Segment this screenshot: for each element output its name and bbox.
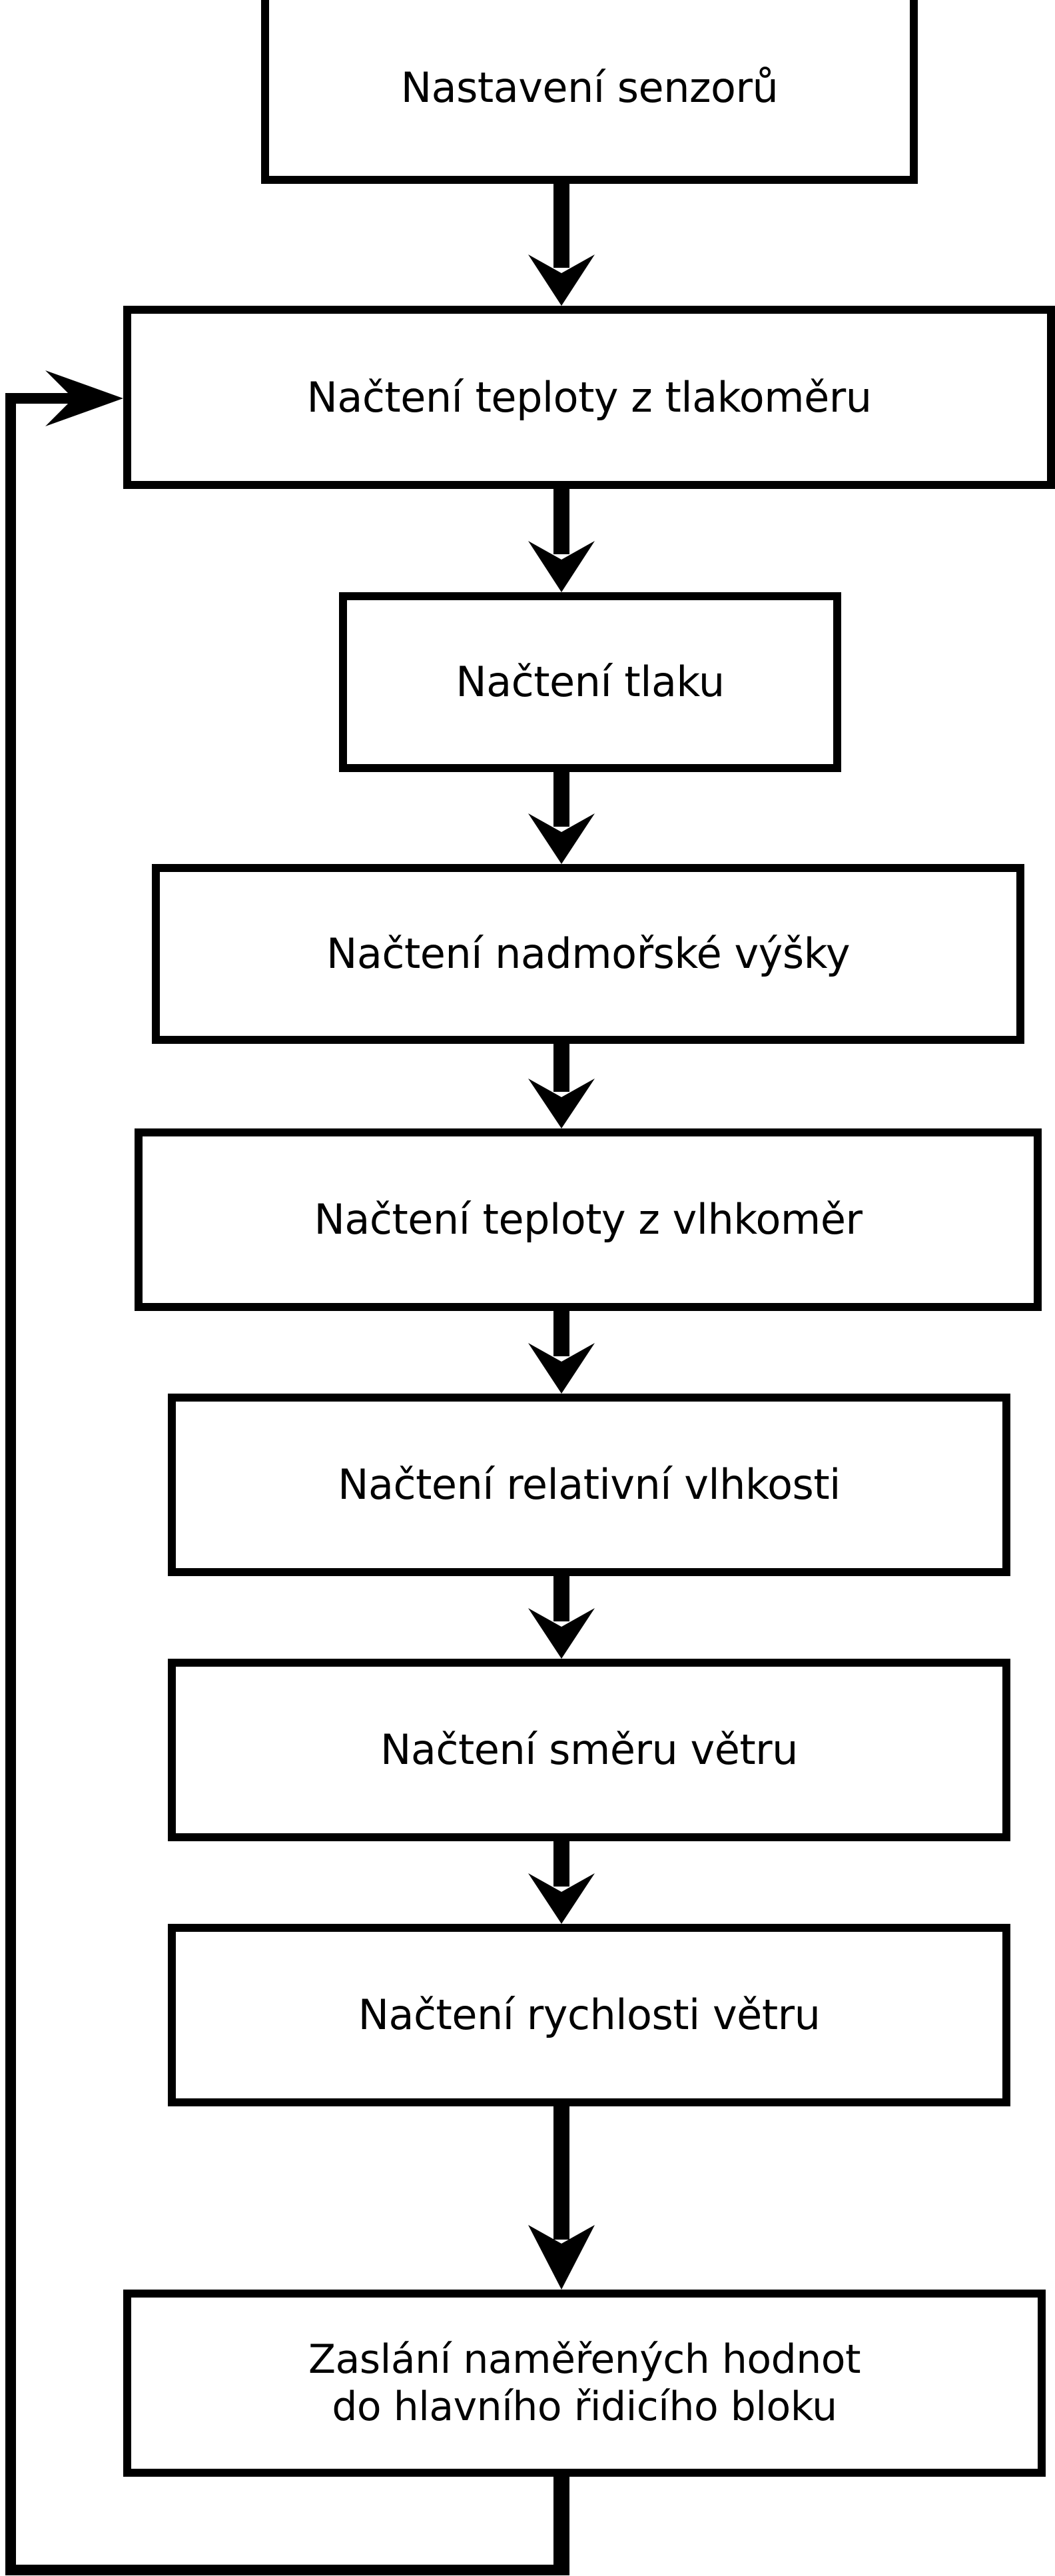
flow-node-label: Načtení relativní vlhkosti bbox=[338, 1460, 841, 1509]
flow-node-label: Načtení teploty z vlhkoměr bbox=[314, 1195, 863, 1244]
flow-node-nacteni-tlaku[interactable]: Načtení tlaku bbox=[339, 592, 841, 772]
flow-node-nacteni-teploty-z-tlakomeru[interactable]: Načtení teploty z tlakoměru bbox=[123, 306, 1055, 489]
flow-node-label: Načtení tlaku bbox=[456, 657, 725, 707]
flow-node-zaslani-namerenych-hodnot[interactable]: Zaslání naměřených hodnot do hlavního ři… bbox=[123, 2290, 1046, 2477]
flow-node-label: Načtení nadmořské výšky bbox=[326, 929, 851, 979]
edge-n6-n7 bbox=[528, 1576, 595, 1659]
flow-node-nacteni-nadmorske-vysky[interactable]: Načtení nadmořské výšky bbox=[152, 864, 1024, 1044]
flow-node-label: Načtení směru větru bbox=[380, 1725, 798, 1775]
flow-node-label: Načtení teploty z tlakoměru bbox=[306, 372, 872, 422]
flow-node-label: Načtení rychlosti větru bbox=[358, 1990, 821, 2040]
flow-node-nacteni-rychlosti-vetru[interactable]: Načtení rychlosti větru bbox=[168, 1924, 1010, 2106]
flow-node-label: Nastavení senzorů bbox=[400, 63, 779, 113]
edge-n8-n9 bbox=[528, 2106, 595, 2290]
flow-node-label: Zaslání naměřených hodnot do hlavního ři… bbox=[308, 2336, 861, 2430]
edge-n1-n2 bbox=[528, 184, 595, 306]
edge-n7-n8 bbox=[528, 1841, 595, 1924]
flow-node-nacteni-smeru-vetru[interactable]: Načtení směru větru bbox=[168, 1659, 1010, 1841]
edge-n4-n5 bbox=[528, 1044, 595, 1128]
flow-node-nacteni-relativni-vlhkosti[interactable]: Načtení relativní vlhkosti bbox=[168, 1394, 1010, 1576]
edge-n5-n6 bbox=[528, 1311, 595, 1394]
edge-n3-n4 bbox=[528, 772, 595, 864]
edge-n2-n3 bbox=[528, 489, 595, 592]
flow-node-nacteni-teploty-z-vlhkomer[interactable]: Načtení teploty z vlhkoměr bbox=[135, 1128, 1042, 1311]
flow-node-nastaveni-senzoru[interactable]: Nastavení senzorů bbox=[261, 0, 918, 184]
